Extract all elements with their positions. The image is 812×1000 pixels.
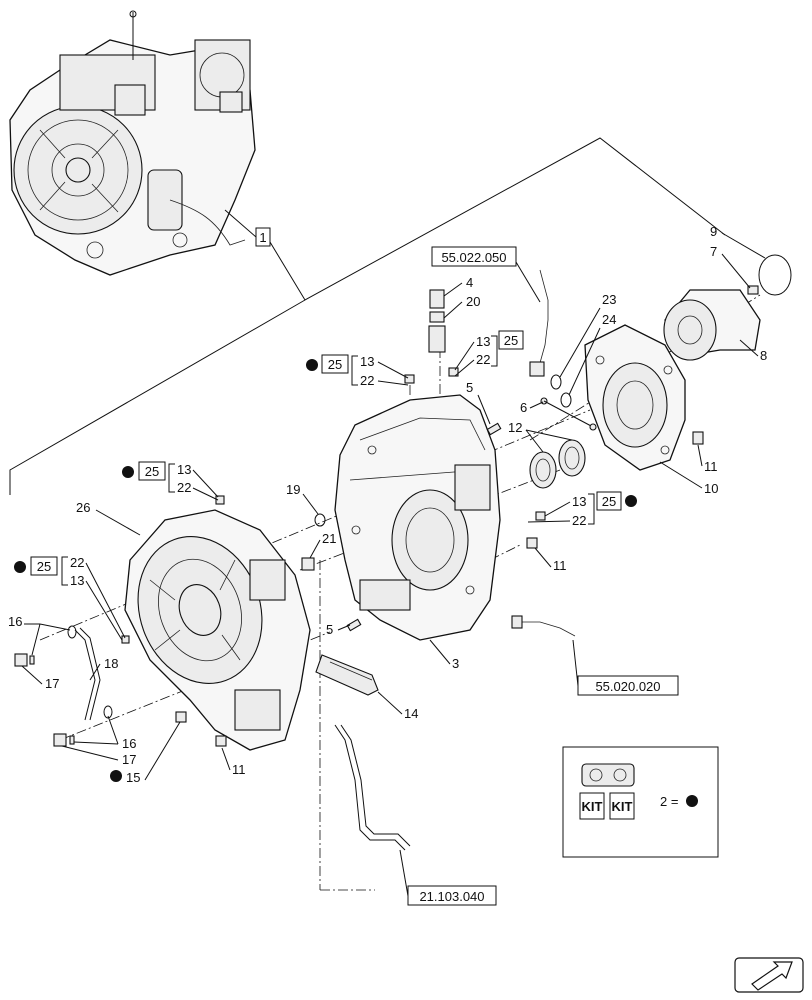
- kit-box-2: [609, 792, 635, 820]
- reference-label: 21.103.040: [419, 889, 484, 904]
- oil-tube: [334, 724, 406, 851]
- part-24-o-ring: [560, 392, 572, 408]
- kit-box-1: [579, 792, 605, 820]
- kit-dot: [306, 359, 318, 371]
- callout-15: 15: [126, 770, 140, 785]
- reference-label: 55.020.020: [595, 679, 660, 694]
- fasteners: [14, 367, 704, 747]
- part-20-seal: [429, 311, 445, 323]
- callout-10: 10: [704, 481, 718, 496]
- callout-22: 22: [177, 480, 191, 495]
- kit-marker-group-a: 25 13 22: [306, 354, 409, 388]
- kit-legend-text: 2 =: [660, 794, 678, 809]
- callout-21: 21: [322, 531, 336, 546]
- part-26-bell-housing: [124, 509, 311, 751]
- kit-ref-25: 25: [145, 464, 159, 479]
- kit-word: KIT: [582, 799, 603, 814]
- callout-14: 14: [404, 706, 418, 721]
- part-14-shaft: [315, 654, 379, 696]
- callout-22: 22: [476, 352, 490, 367]
- reference-box-55-020-020[interactable]: 55.020.020: [577, 675, 679, 696]
- callout-11: 11: [553, 558, 567, 573]
- callout-4: 4: [466, 275, 473, 290]
- callout-3: 3: [452, 656, 459, 671]
- callout-13: 13: [360, 354, 374, 369]
- reference-label: 55.022.050: [441, 250, 506, 265]
- callout-20: 20: [466, 294, 480, 309]
- kit-dot: [686, 795, 698, 807]
- kit-marker-group-e: 13 22 25: [527, 491, 637, 528]
- callout-8: 8: [760, 348, 767, 363]
- kit-legend: KIT KIT 2 =: [562, 746, 719, 858]
- callout-13: 13: [177, 462, 191, 477]
- kit-marker-group-b: 13 22 25: [454, 330, 524, 377]
- part-8-pump-adapter: [663, 289, 761, 361]
- callout-16: 16: [8, 614, 22, 629]
- kit-dot: [14, 561, 26, 573]
- kit-ref-25: 25: [504, 333, 518, 348]
- part-3-transmission-case: [334, 394, 501, 641]
- part-20-filter: [428, 325, 446, 353]
- part-12-seal-ring-b: [558, 439, 586, 477]
- next-page-arrow-icon[interactable]: [734, 957, 804, 993]
- callouts: 4 20 5 23 24 6 12 9 7 8 11 10 19 21 11 5: [8, 224, 767, 785]
- callout-13: 13: [572, 494, 586, 509]
- part-23-o-ring: [550, 374, 562, 390]
- part-4-plug: [429, 289, 445, 309]
- callout-23: 23: [602, 292, 616, 307]
- callout-22: 22: [70, 555, 84, 570]
- speed-sensor: [529, 361, 545, 377]
- callout-5: 5: [326, 622, 333, 637]
- callout-16: 16: [122, 736, 136, 751]
- kit-ref-25: 25: [602, 494, 616, 509]
- callout-19: 19: [286, 482, 300, 497]
- kit-marker-group-d: 25 22 13: [14, 555, 126, 641]
- part-7-bolt: [747, 285, 759, 295]
- callout-5: 5: [466, 380, 473, 395]
- kit-dot: [625, 495, 637, 507]
- callout-1-group: 1: [9, 137, 726, 495]
- kit-ref-25: 25: [37, 559, 51, 574]
- callout-1: 1: [259, 230, 266, 245]
- temperature-sensor-cable: [520, 621, 576, 637]
- callout-22: 22: [360, 373, 374, 388]
- kit-ref-25: 25: [328, 357, 342, 372]
- part-18-pipe: [74, 629, 96, 721]
- callout-7: 7: [710, 244, 717, 259]
- part-10-rear-cover: [584, 324, 686, 471]
- callout-24: 24: [602, 312, 616, 327]
- callout-17: 17: [45, 676, 59, 691]
- kit-marker-group-c: 25 13 22: [122, 461, 219, 501]
- reference-box-55-022-050[interactable]: 55.022.050: [431, 246, 517, 267]
- kit-dot: [122, 466, 134, 478]
- callout-6: 6: [520, 400, 527, 415]
- speed-sensor-cable: [537, 269, 549, 371]
- part-12-seal-ring-a: [529, 451, 557, 489]
- callout-26: 26: [76, 500, 90, 515]
- kit-word: KIT: [612, 799, 633, 814]
- temperature-sensor: [511, 615, 523, 629]
- callout-22: 22: [572, 513, 586, 528]
- callout-13: 13: [70, 573, 84, 588]
- callout-11: 11: [704, 459, 718, 474]
- reference-box-21-103-040[interactable]: 21.103.040: [407, 885, 497, 906]
- kit-dot: [110, 770, 122, 782]
- callout-17: 17: [122, 752, 136, 767]
- callout-18: 18: [104, 656, 118, 671]
- transmission-assembly-thumbnail: [9, 10, 256, 276]
- callout-11: 11: [232, 762, 246, 777]
- callout-9: 9: [710, 224, 717, 239]
- callout-12: 12: [508, 420, 522, 435]
- part-9-o-ring: [758, 254, 792, 296]
- callout-13: 13: [476, 334, 490, 349]
